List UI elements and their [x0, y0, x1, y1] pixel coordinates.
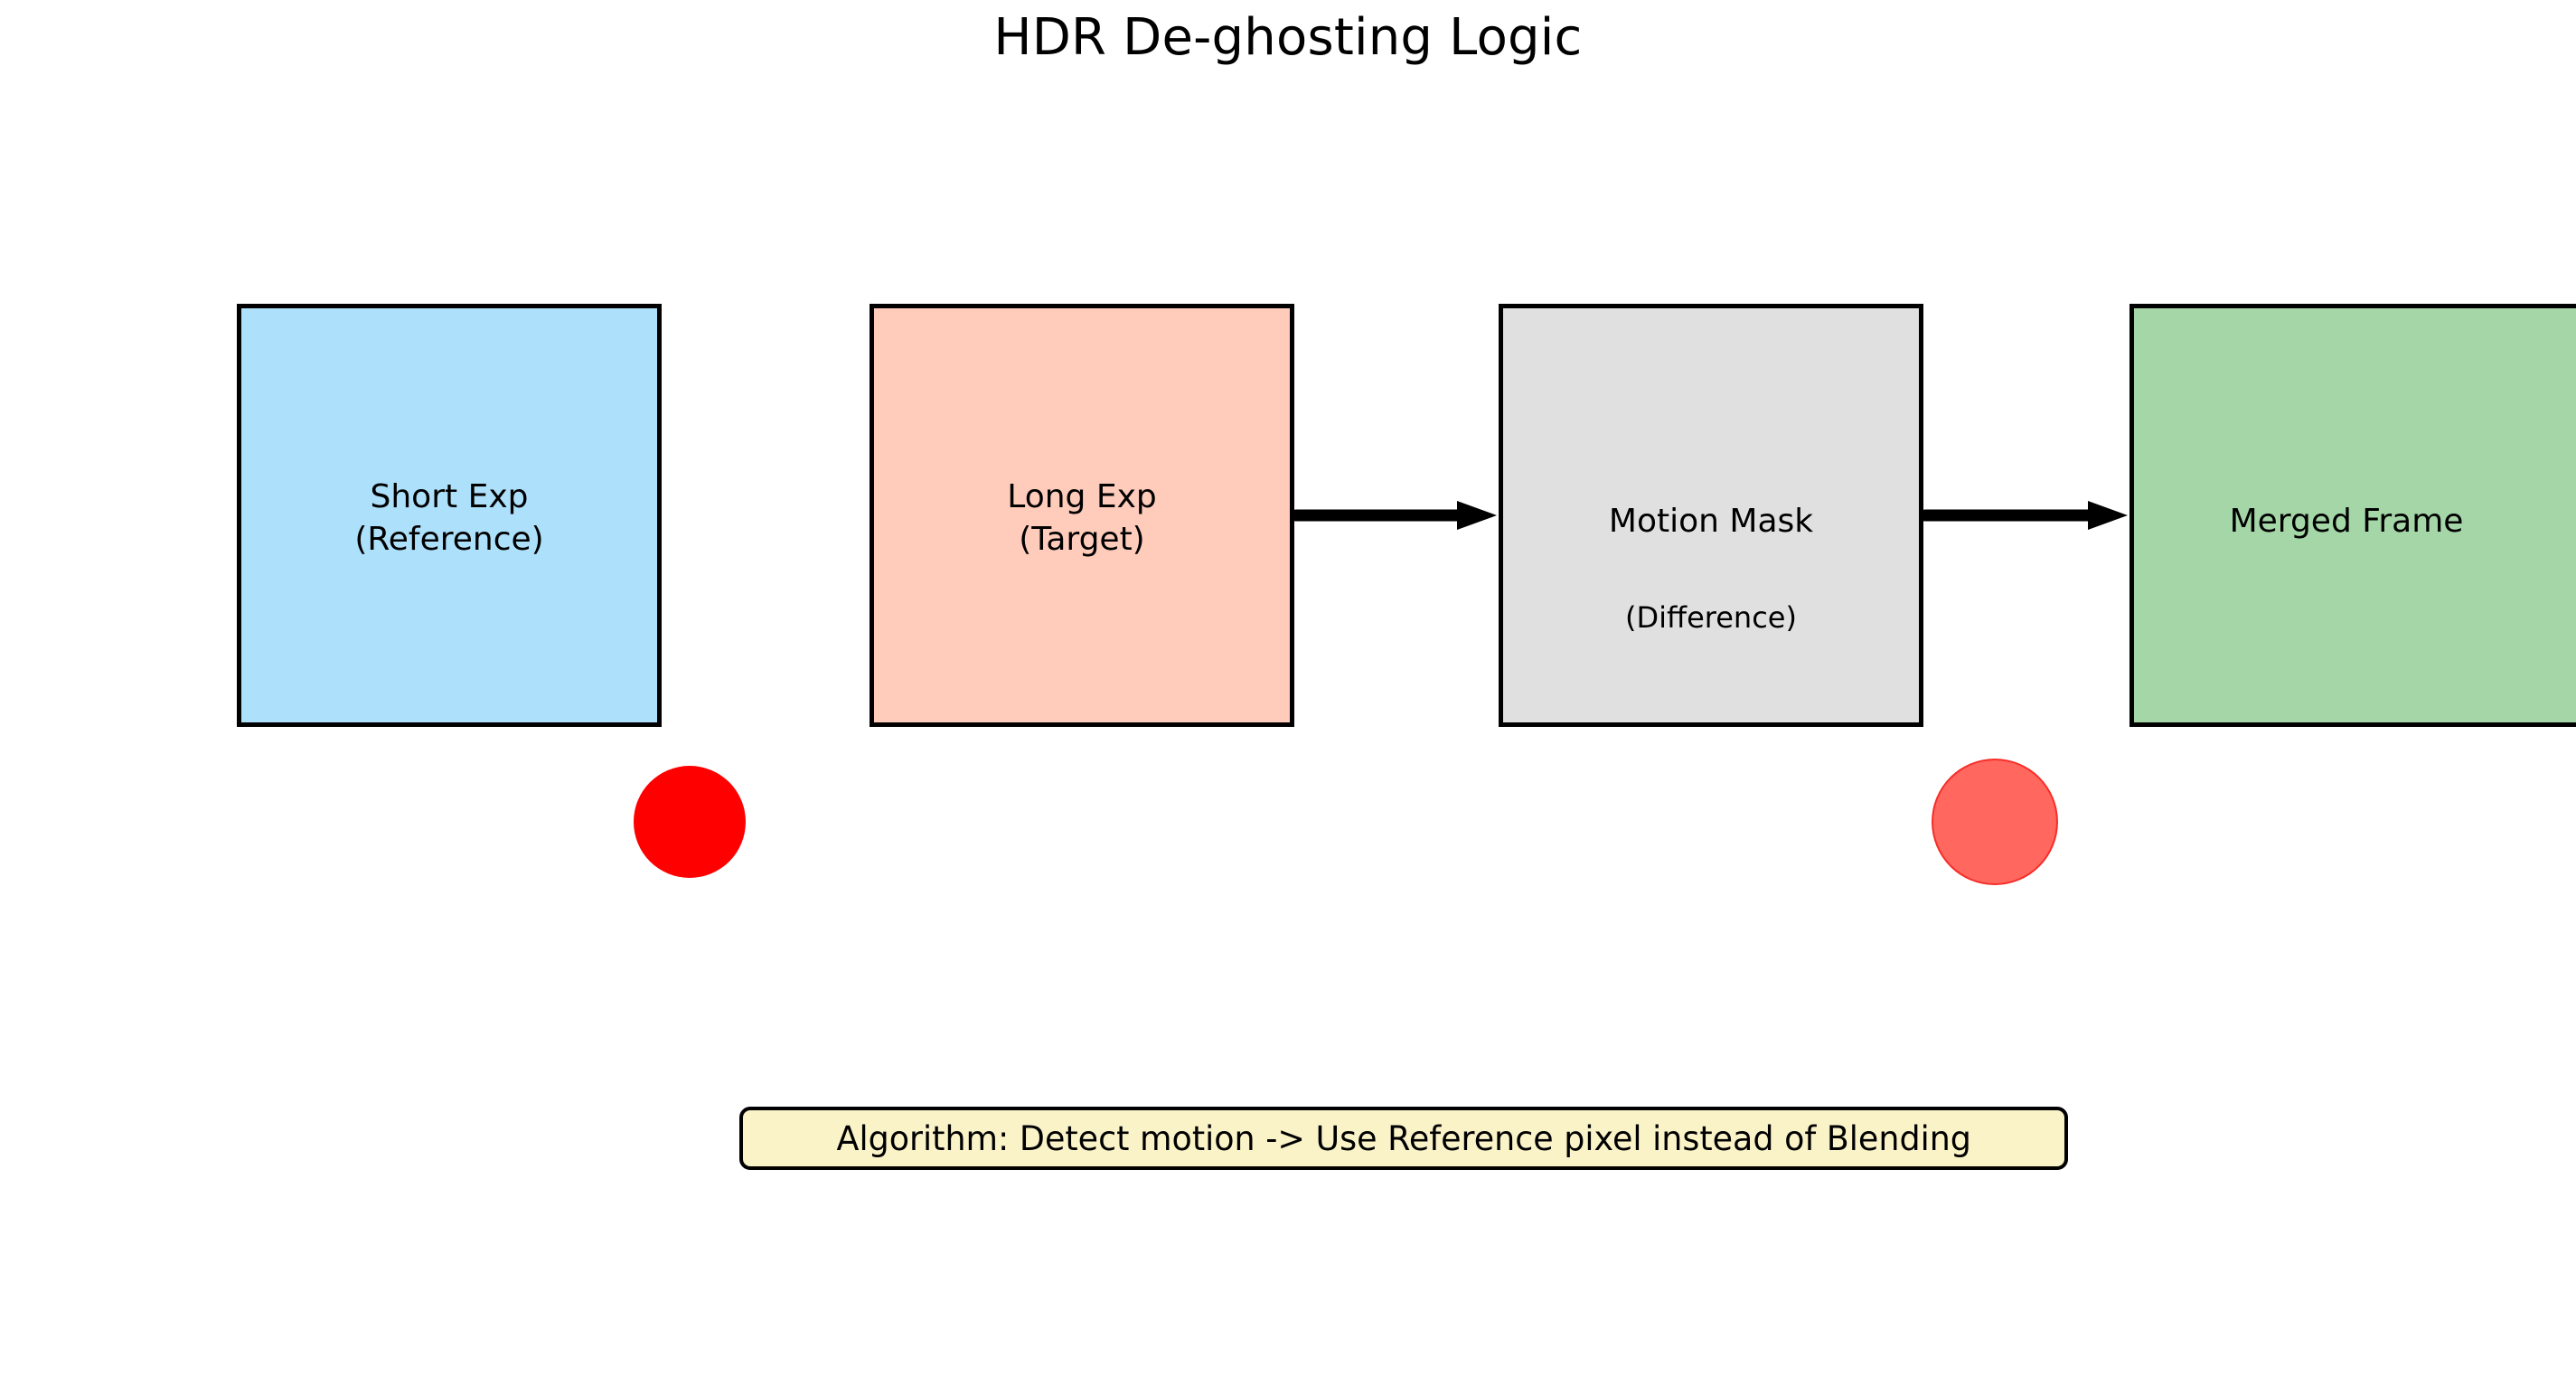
frame-short-exposure — [237, 304, 746, 878]
arrow-motion-mask-to-merged-frame — [1923, 501, 2128, 530]
algorithm-annotation-text: Algorithm: Detect motion -> Use Referenc… — [836, 1118, 1971, 1158]
algorithm-annotation-box: Algorithm: Detect motion -> Use Referenc… — [739, 1107, 2068, 1170]
subject-circle-reference — [634, 766, 746, 878]
frame-long-exposure — [870, 304, 2058, 885]
arrow-long-exposure-to-motion-mask — [1294, 501, 1497, 530]
frame-motion-mask — [1499, 304, 1923, 727]
subject-circle-target — [1932, 759, 2058, 885]
page-title: HDR De-ghosting Logic — [993, 8, 1583, 67]
frame-merged — [2129, 304, 2576, 727]
